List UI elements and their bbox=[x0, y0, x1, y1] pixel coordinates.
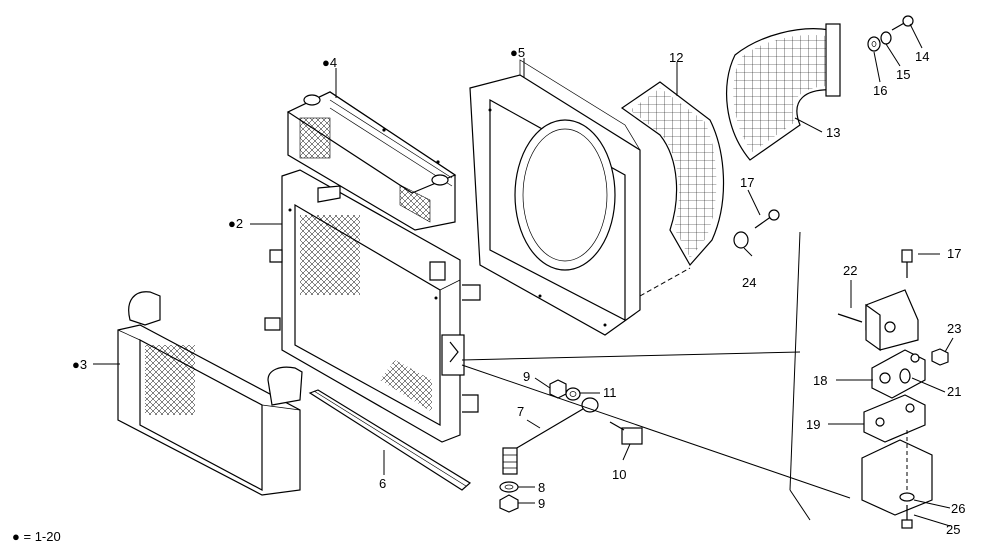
spring-washer-part-15 bbox=[880, 31, 892, 45]
callout-23: 23 bbox=[947, 321, 961, 336]
rubber-strip-part-6 bbox=[308, 389, 472, 491]
callout-26: 26 bbox=[951, 501, 965, 516]
bolt-part-17-lower bbox=[901, 249, 913, 278]
oil-cooler-part-4 bbox=[286, 91, 457, 231]
fan-guard-part-12 bbox=[620, 81, 725, 267]
callout-21: 21 bbox=[947, 384, 961, 399]
callout-12: 12 bbox=[669, 50, 683, 65]
radiator-part-2 bbox=[264, 169, 481, 443]
washer-part-16 bbox=[867, 36, 881, 52]
callout-9-lower: 9 bbox=[538, 496, 545, 511]
fan-shroud-part-5 bbox=[469, 59, 641, 336]
mount-bracket-part-22 bbox=[837, 289, 919, 352]
spacer-part-24 bbox=[733, 231, 749, 249]
nut-part-23 bbox=[931, 348, 949, 366]
callout-22: 22 bbox=[843, 263, 857, 278]
washer-part-8 bbox=[499, 481, 519, 493]
spacer-part-21 bbox=[899, 368, 911, 384]
washer-part-11 bbox=[565, 387, 581, 401]
bolt-part-14 bbox=[891, 15, 914, 31]
nut-part-9-lower bbox=[499, 494, 519, 513]
callout-17-upper: 17 bbox=[740, 175, 754, 190]
callout-7: 7 bbox=[517, 404, 524, 419]
callout-6: 6 bbox=[379, 476, 386, 491]
callout-9-upper: 9 bbox=[523, 369, 530, 384]
upper-guard-part-13 bbox=[725, 23, 841, 161]
bushing-part-18 bbox=[871, 349, 926, 399]
bolt-part-10 bbox=[609, 421, 643, 445]
callout-18: 18 bbox=[813, 373, 827, 388]
callout-2: ●2 bbox=[228, 216, 243, 231]
legend-text: ● = 1-20 bbox=[12, 529, 61, 544]
callout-17-lower: 17 bbox=[947, 246, 961, 261]
callout-25: 25 bbox=[946, 522, 960, 537]
callout-8: 8 bbox=[538, 480, 545, 495]
intercooler-part-3 bbox=[117, 291, 303, 496]
callout-24: 24 bbox=[742, 275, 756, 290]
base-block bbox=[861, 439, 933, 516]
callout-5: ●5 bbox=[510, 45, 525, 60]
callout-11: 11 bbox=[603, 385, 617, 400]
washer-part-26 bbox=[899, 492, 915, 502]
callout-13: 13 bbox=[826, 125, 840, 140]
stay-rod-part-7 bbox=[502, 397, 599, 475]
callout-16: 16 bbox=[873, 83, 887, 98]
callout-3: ●3 bbox=[72, 357, 87, 372]
callout-14: 14 bbox=[915, 49, 929, 64]
bolt-part-25 bbox=[901, 505, 913, 529]
callout-10: 10 bbox=[612, 467, 626, 482]
callout-15: 15 bbox=[896, 67, 910, 82]
callout-4: ●4 bbox=[322, 55, 337, 70]
nut-part-9-upper bbox=[549, 379, 567, 399]
callout-19: 19 bbox=[806, 417, 820, 432]
bolt-part-17-upper bbox=[754, 209, 780, 229]
bracket-part-19 bbox=[863, 394, 926, 443]
